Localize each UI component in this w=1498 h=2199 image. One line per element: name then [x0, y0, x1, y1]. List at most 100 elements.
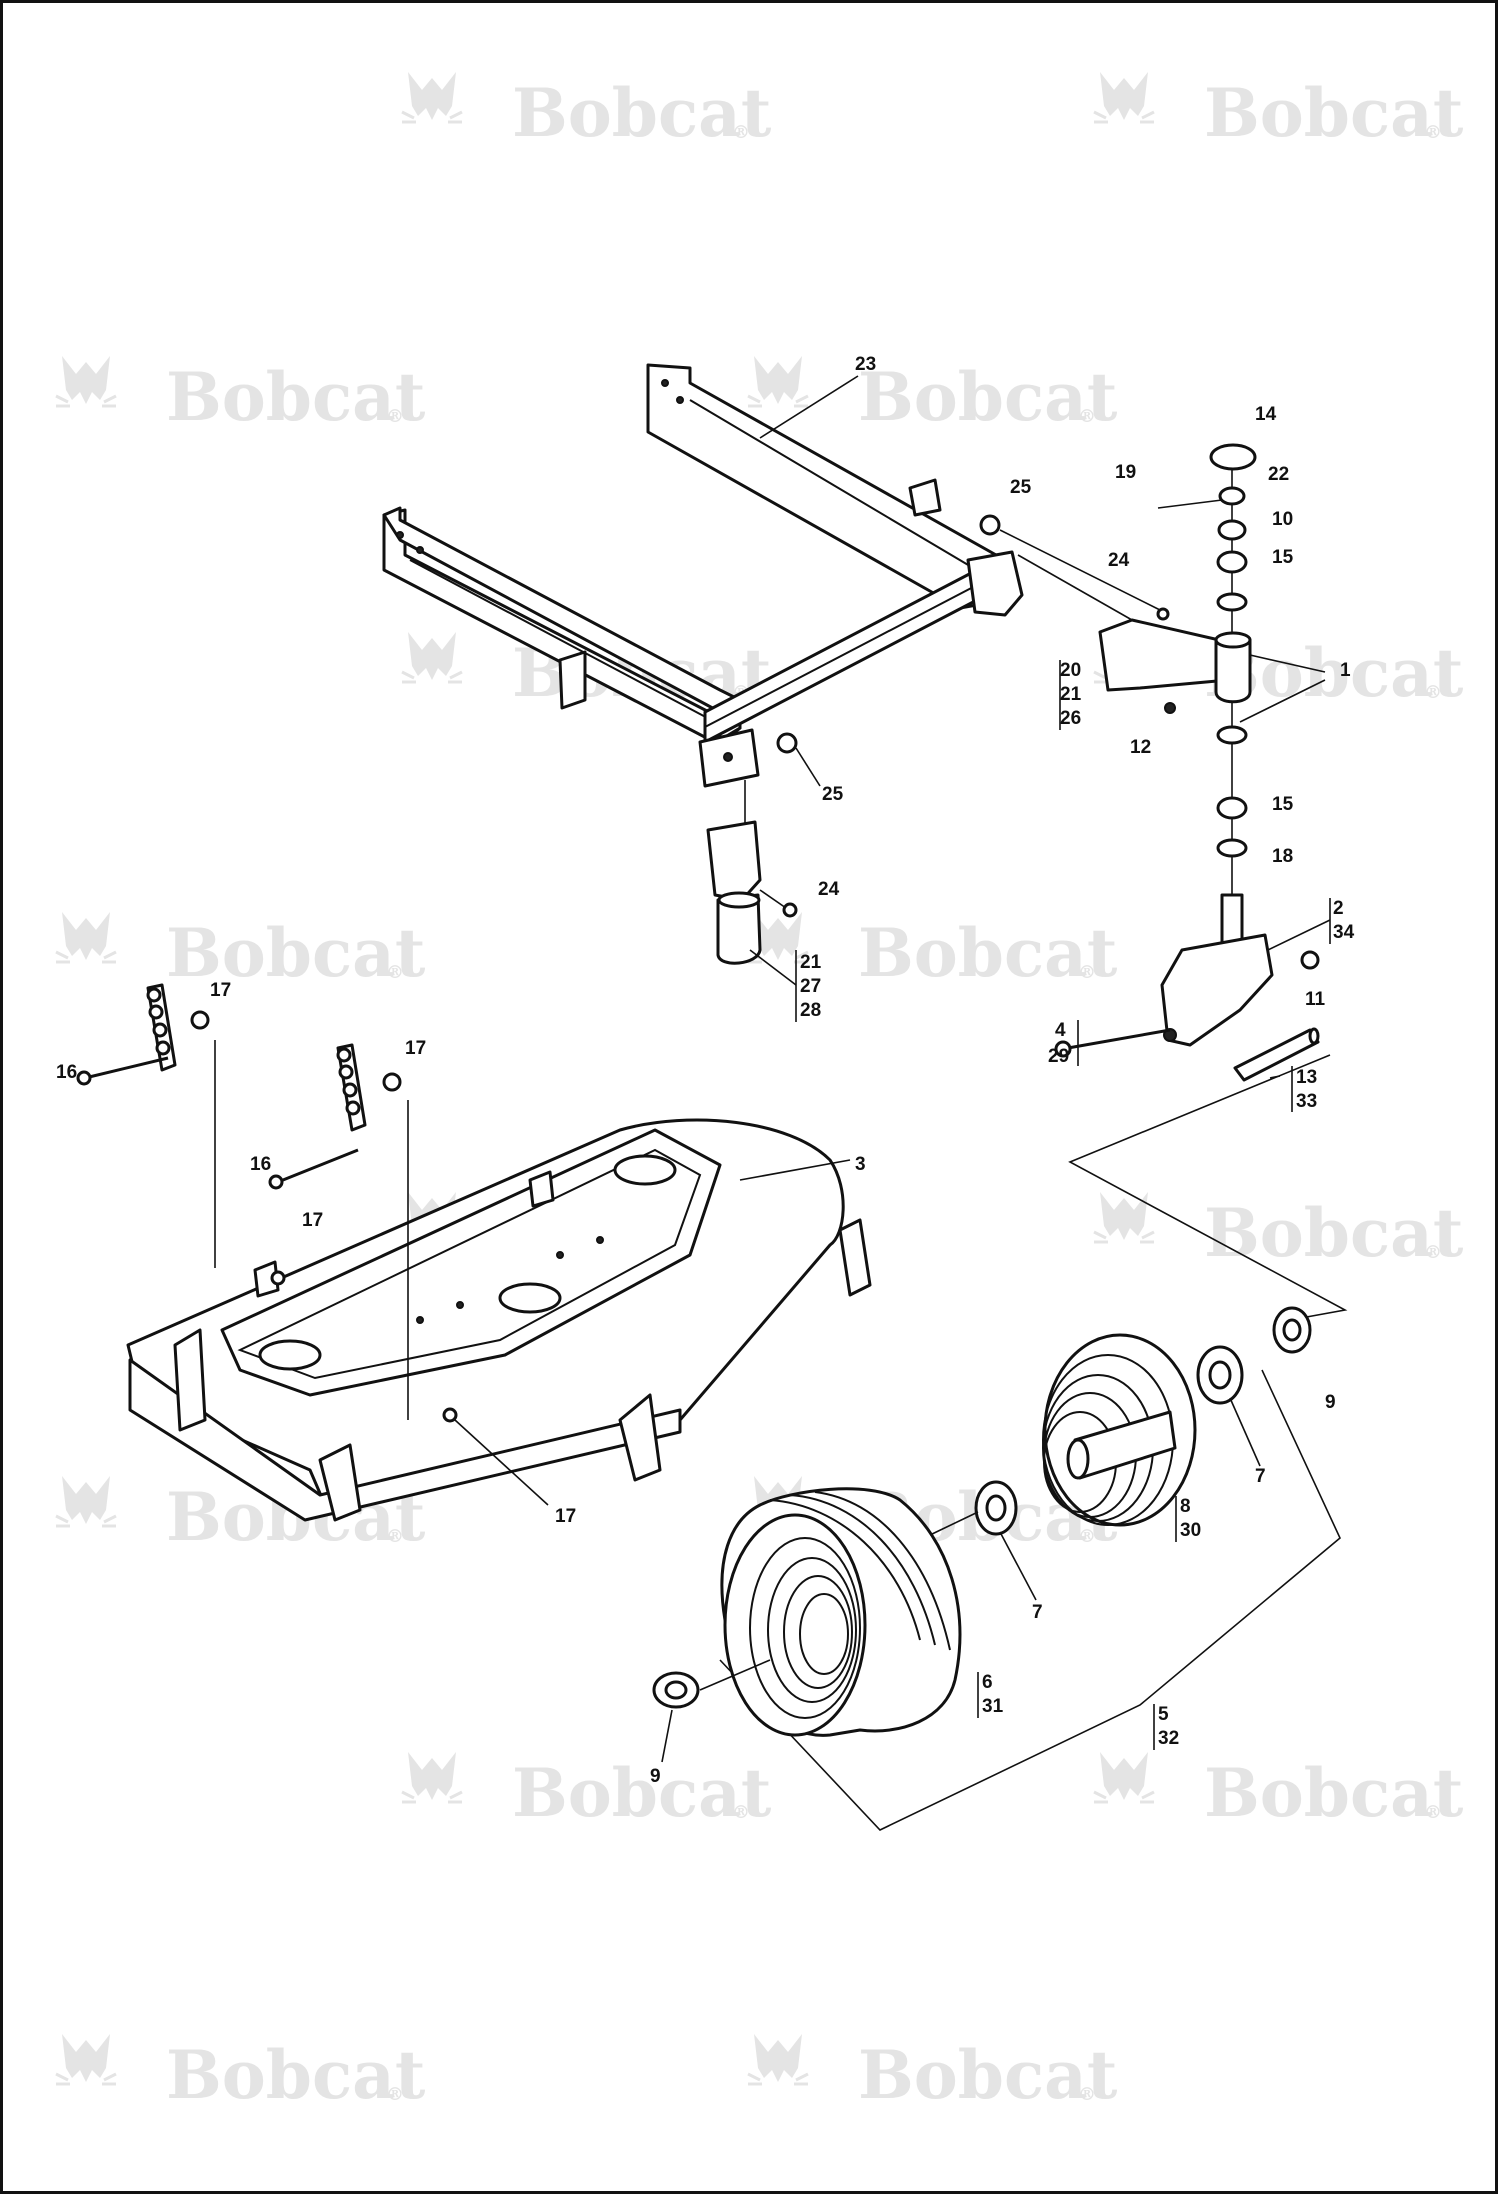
bolt-24-lower [782, 902, 798, 918]
bearing-9-left-bore [664, 1680, 688, 1700]
wheel-assembly [652, 1306, 1312, 1737]
callout-28: 28 [800, 1000, 821, 1021]
watermark-text: Bobcat [512, 1754, 772, 1832]
deck-skirt [128, 1358, 682, 1522]
callout-30: 30 [1180, 1520, 1201, 1541]
callout-22: 22 [1268, 464, 1289, 485]
leader-line [999, 529, 1161, 611]
leader-line [795, 747, 821, 787]
leader-line [1068, 1054, 1348, 1321]
callout-25: 25 [1010, 477, 1032, 498]
leader-line [1249, 654, 1326, 673]
callout-34: 34 [1333, 922, 1355, 943]
fork-body [1160, 933, 1274, 1047]
watermark-mark: ® [1078, 1526, 1096, 1547]
watermark-text: Bobcat [166, 2036, 426, 2114]
callout-10: 10 [1272, 509, 1293, 530]
frame-bolt-hole [416, 546, 424, 554]
nut-17-chain-right [382, 1072, 402, 1092]
watermark-mark: ® [1424, 1802, 1442, 1823]
callout-29: 29 [1048, 1046, 1069, 1067]
bolt-16-left-head [76, 1070, 92, 1086]
chain-left [76, 983, 216, 1268]
nut-25-upper-body [979, 514, 1001, 536]
callout-15: 15 [1272, 547, 1294, 568]
bobcat-head-icon [54, 1474, 118, 1528]
callout-18: 18 [1272, 846, 1293, 867]
callout-8: 8 [1180, 1496, 1191, 1517]
callout-24: 24 [1108, 550, 1130, 571]
watermark-text: Bobcat [858, 2036, 1118, 2114]
bolt-16-left [84, 1056, 169, 1080]
deck-bracket [253, 1260, 280, 1298]
watermark-mark: ® [386, 1526, 404, 1547]
watermark-mark: ® [1424, 682, 1442, 703]
callout-5: 5 [1158, 1704, 1169, 1725]
frame-tab [558, 650, 587, 710]
bobcat-head-icon [54, 2032, 118, 2086]
frame-cross-edge [704, 572, 1001, 728]
callout-27: 27 [800, 976, 821, 997]
bearing-7-left-bore [985, 1494, 1007, 1522]
tire-rim [749, 1537, 861, 1719]
callout-4: 4 [1055, 1020, 1066, 1041]
frame-bolt-hole [396, 531, 404, 539]
tire-rim [799, 1593, 849, 1675]
leader-line [759, 375, 859, 439]
watermark-text: Bobcat [166, 358, 426, 436]
watermark: Bobcat ® [54, 354, 426, 436]
bobcat-head-icon [1092, 1190, 1156, 1244]
right-caster-arm [1017, 554, 1230, 714]
bobcat-head-icon [1092, 70, 1156, 124]
tire-sidewall [723, 1513, 867, 1737]
watermark: Bobcat ® [400, 1750, 772, 1832]
bobcat-head-icon [746, 2032, 810, 2086]
spindle-hole-left [258, 1339, 322, 1371]
nut-17-deck [442, 1407, 458, 1423]
cotter-pin-19 [1157, 499, 1223, 509]
caster-fork [1160, 893, 1320, 1047]
callout-19: 19 [1115, 462, 1136, 483]
callout-16: 16 [250, 1154, 271, 1175]
tread-groove [769, 1499, 921, 1641]
tire-rim [767, 1557, 857, 1703]
deck-hole [456, 1301, 464, 1309]
watermark: Bobcat ® [746, 354, 1118, 436]
wheel-assembly-guides [719, 1054, 1348, 1831]
callout-1: 1 [1340, 660, 1351, 681]
callout-16: 16 [56, 1062, 77, 1083]
tire-rim [783, 1575, 853, 1689]
callout-24: 24 [818, 879, 840, 900]
callout-23: 23 [855, 354, 876, 375]
callout-13: 13 [1296, 1067, 1317, 1088]
callout-25: 25 [822, 784, 844, 805]
spacer-end [1308, 1027, 1320, 1045]
nut-11 [1300, 950, 1320, 970]
watermark-mark: ® [1424, 122, 1442, 143]
chain-link [338, 1064, 354, 1080]
leader-line [749, 949, 797, 986]
frame-tab [908, 478, 942, 517]
frame-rail-edge [689, 399, 981, 573]
chain-link [336, 1047, 352, 1063]
leader-line [929, 1511, 979, 1536]
bolt-16-right [277, 1148, 359, 1184]
watermark-text: Bobcat [166, 914, 426, 992]
watermark: Bobcat ® [400, 70, 772, 152]
watermark-mark: ® [732, 1802, 750, 1823]
seal-1-upper [1216, 592, 1248, 612]
tire-6 [720, 1487, 962, 1737]
nut-25-lower-body [776, 732, 798, 754]
frame-bolt-hole [676, 396, 684, 404]
axle-hardware [1054, 1027, 1320, 1082]
nut-17-left [270, 1270, 286, 1286]
caster-arm-right [1098, 618, 1230, 692]
caster-yoke-left [706, 820, 762, 902]
chain-link [155, 1040, 171, 1056]
leader-line [739, 1159, 851, 1181]
bearing-7-right-bore [1208, 1360, 1232, 1390]
chain-link [152, 1022, 168, 1038]
callout-7: 7 [1255, 1466, 1266, 1487]
